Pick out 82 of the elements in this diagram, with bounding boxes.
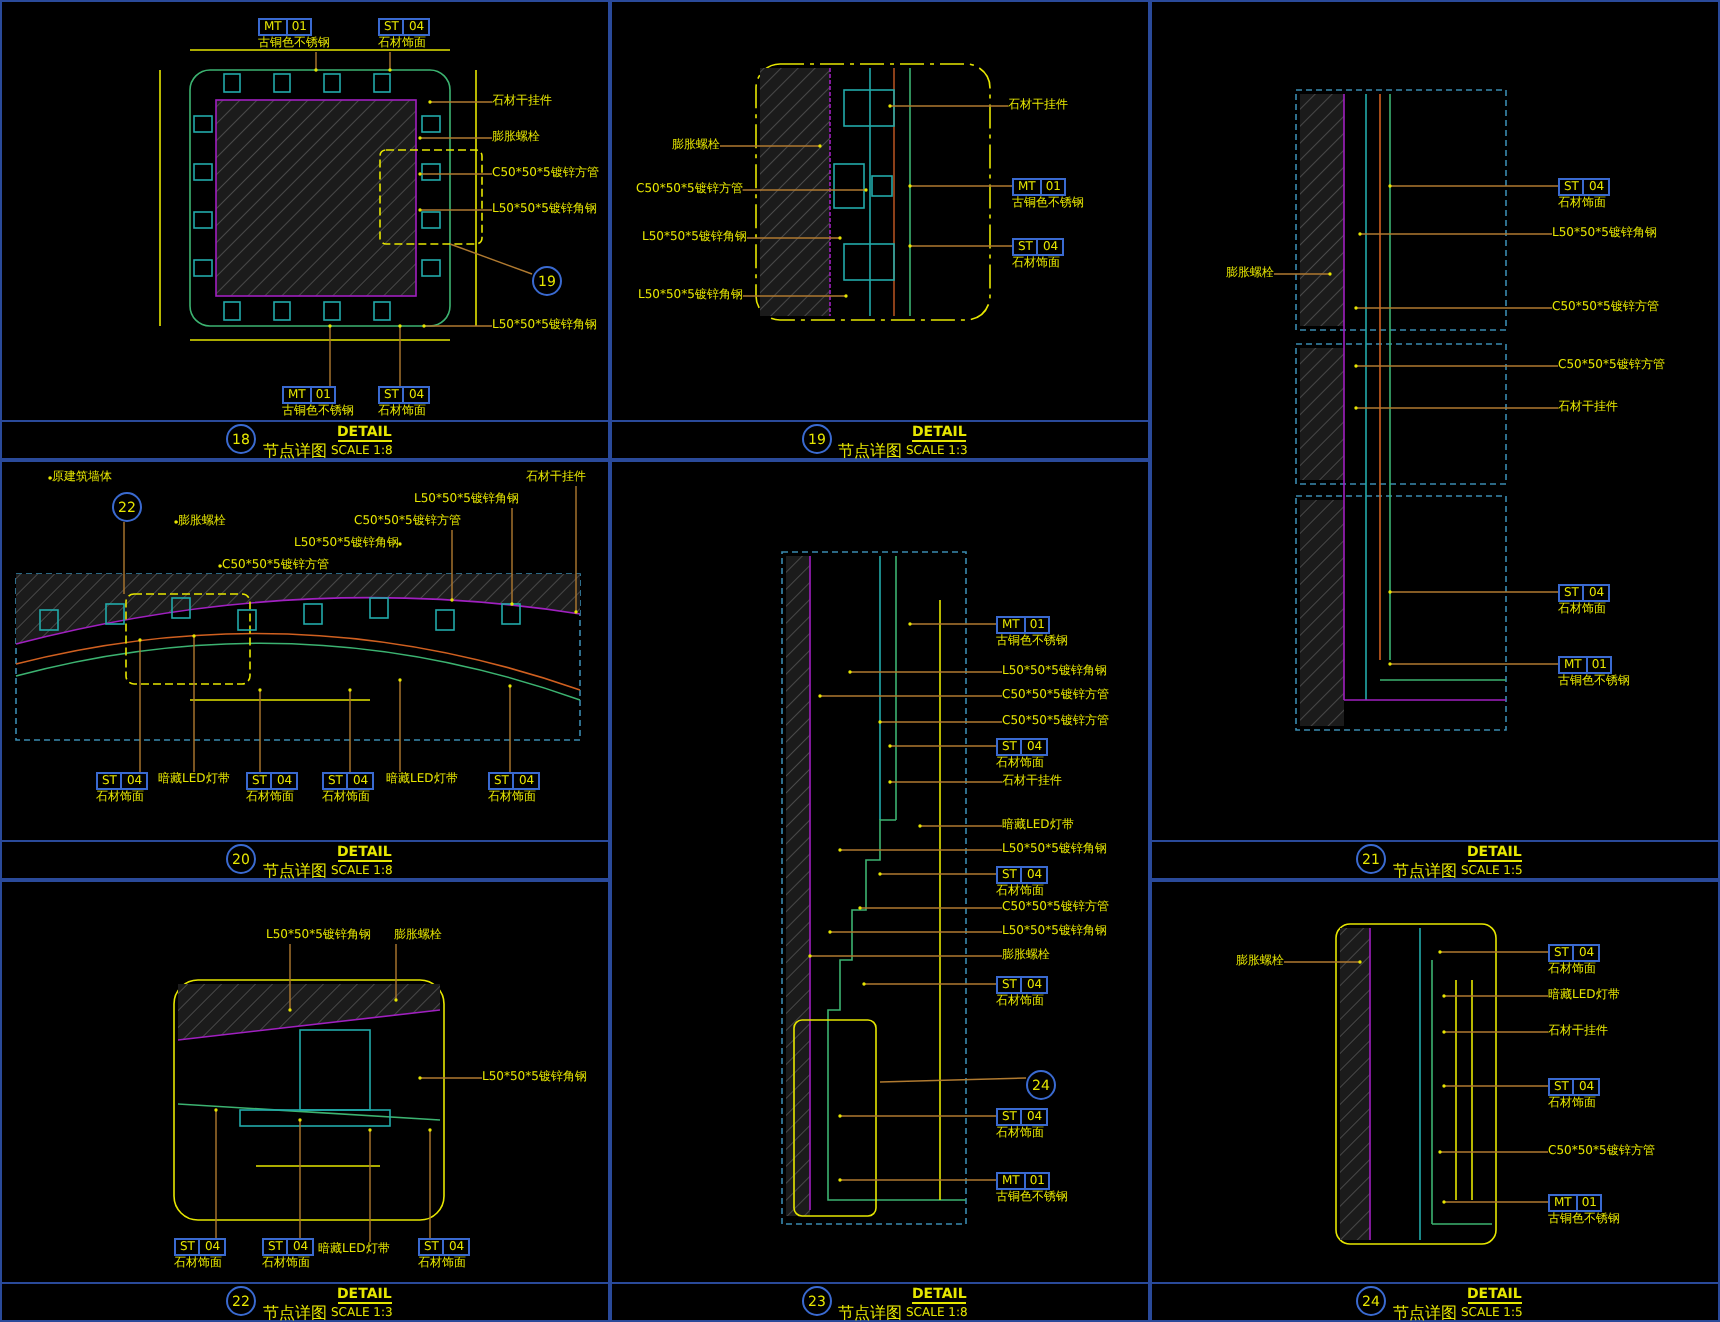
leader-line: [1358, 232, 1553, 236]
leader-line: [418, 172, 493, 176]
leader-line: [398, 678, 402, 773]
leader-line: [918, 824, 1003, 828]
drawing-frame: [610, 460, 1150, 1322]
leader-line: [298, 1118, 302, 1239]
leader-line: [1438, 1150, 1549, 1154]
leader-line: [908, 244, 1013, 248]
leader-line: [1273, 272, 1332, 276]
detail-title: 节点详图: [838, 1302, 902, 1322]
leader-line: [858, 906, 1003, 910]
leader-line: [1442, 1030, 1549, 1034]
drawing-frame: [1150, 0, 1720, 880]
leader-line: [214, 1108, 218, 1239]
leader-line: [192, 634, 196, 773]
leader-line: [138, 638, 142, 773]
leader-line: [394, 943, 398, 1002]
leader-line: [398, 324, 402, 387]
leader-line: [348, 688, 352, 773]
detail-title: 节点详图: [263, 860, 327, 882]
leader-line: [1354, 306, 1553, 310]
leader-line: [422, 324, 493, 328]
leader-line: [719, 144, 822, 148]
leader-line: [574, 485, 578, 614]
detail-title: 节点详图: [263, 440, 327, 462]
leader-line: [908, 184, 1013, 188]
leader-line: [862, 982, 997, 986]
leader-line: [388, 51, 392, 72]
leader-line: [418, 208, 493, 212]
detail-title: 节点详图: [1393, 1302, 1457, 1322]
drawing-frame: [0, 460, 610, 880]
leader-line: [450, 529, 454, 602]
leader-line: [449, 243, 533, 275]
leader-line: [888, 104, 1009, 108]
leader-line: [741, 188, 868, 192]
leader-line: [428, 100, 493, 104]
leader-line: [838, 1178, 997, 1182]
leader-line: [218, 564, 223, 568]
leader-line: [418, 136, 493, 140]
drawing-frame: [0, 880, 610, 1322]
detail-title: 节点详图: [838, 440, 902, 462]
leader-line: [1388, 662, 1559, 666]
leader-line: [398, 542, 402, 546]
leader-line: [746, 236, 842, 240]
leader-line: [908, 622, 997, 626]
leader-line: [510, 507, 514, 606]
leader-line: [828, 930, 1003, 934]
leader-line: [174, 520, 179, 524]
leader-line: [878, 872, 997, 876]
leader-line: [48, 476, 53, 480]
leader-line: [258, 688, 262, 773]
leader-line: [838, 1114, 997, 1118]
leader-line: [878, 720, 1003, 724]
leader-line: [1442, 1084, 1549, 1088]
leader-line: [508, 684, 512, 773]
leader-line: [1354, 406, 1559, 410]
leader-line: [428, 1128, 432, 1239]
leader-line: [888, 780, 1003, 784]
drawing-frame: [0, 0, 610, 460]
leader-line: [328, 324, 332, 387]
leader-line: [838, 848, 1003, 852]
leader-line: [1442, 1200, 1549, 1204]
drawing-frame: [610, 0, 1150, 460]
leader-line: [818, 694, 1003, 698]
leader-line: [888, 744, 997, 748]
detail-title: 节点详图: [263, 1302, 327, 1322]
leader-line: [808, 954, 1003, 958]
leader-line: [879, 1077, 1027, 1083]
leader-line: [123, 521, 125, 595]
leader-line: [1388, 184, 1559, 188]
detail-title: 节点详图: [1393, 860, 1457, 882]
leader-line: [848, 670, 1003, 674]
leader-line: [1388, 590, 1559, 594]
leader-line: [288, 943, 292, 1012]
drawing-frame: [1150, 880, 1720, 1322]
leader-line: [1283, 960, 1362, 964]
leader-line: [368, 1128, 372, 1243]
leader-line: [1354, 364, 1559, 368]
leader-line: [1442, 994, 1549, 998]
leader-line: [314, 51, 318, 72]
leader-line: [418, 1076, 483, 1080]
leader-line: [1438, 950, 1549, 954]
